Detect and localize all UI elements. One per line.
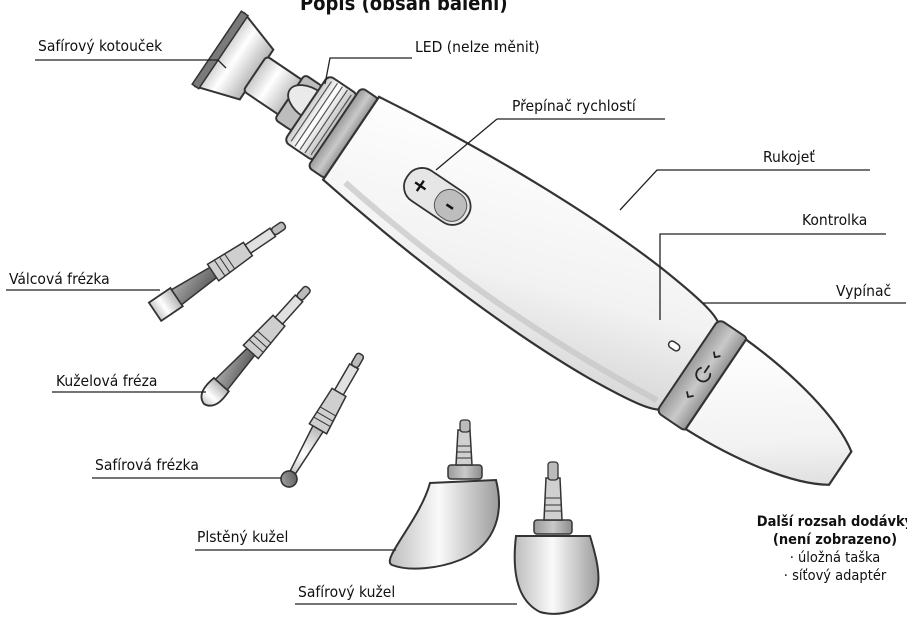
sapphire-cone [515,462,599,614]
label-handle: Rukojeť [763,148,815,166]
label-led: LED (nelze měnit) [415,38,540,56]
extras-note: Další rozsah dodávky (není zobrazeno) · … [735,513,907,585]
label-cone-cutter: Kuželová fréza [56,372,157,390]
label-sapphire-cone: Safírový kužel [298,583,395,601]
label-sapphire-disc: Safírový kotouček [38,37,162,55]
felt-cone [390,420,499,569]
extras-item-bag: · úložná taška [735,549,907,567]
label-speed-switch: Přepínač rychlostí [512,97,636,115]
label-indicator-light: Kontrolka [802,211,867,229]
page-title: Popis (obsah balení) [300,0,508,15]
extras-title-line2: (není zobrazeno) [735,531,907,549]
extras-item-adapter: · síťový adaptér [735,567,907,585]
label-sapphire-ball-cutter: Safírová frézka [95,456,199,474]
ball-cutter [276,349,369,491]
label-cylinder-cutter: Válcová frézka [9,270,110,288]
extras-title-line1: Další rozsah dodávky [735,513,907,531]
label-felt-cone: Plstěný kužel [197,528,288,546]
handpiece: + – [179,0,879,525]
label-power-switch: Vypínač [836,282,891,300]
cone-cutter [196,281,316,411]
cylinder-cutter [149,215,291,320]
